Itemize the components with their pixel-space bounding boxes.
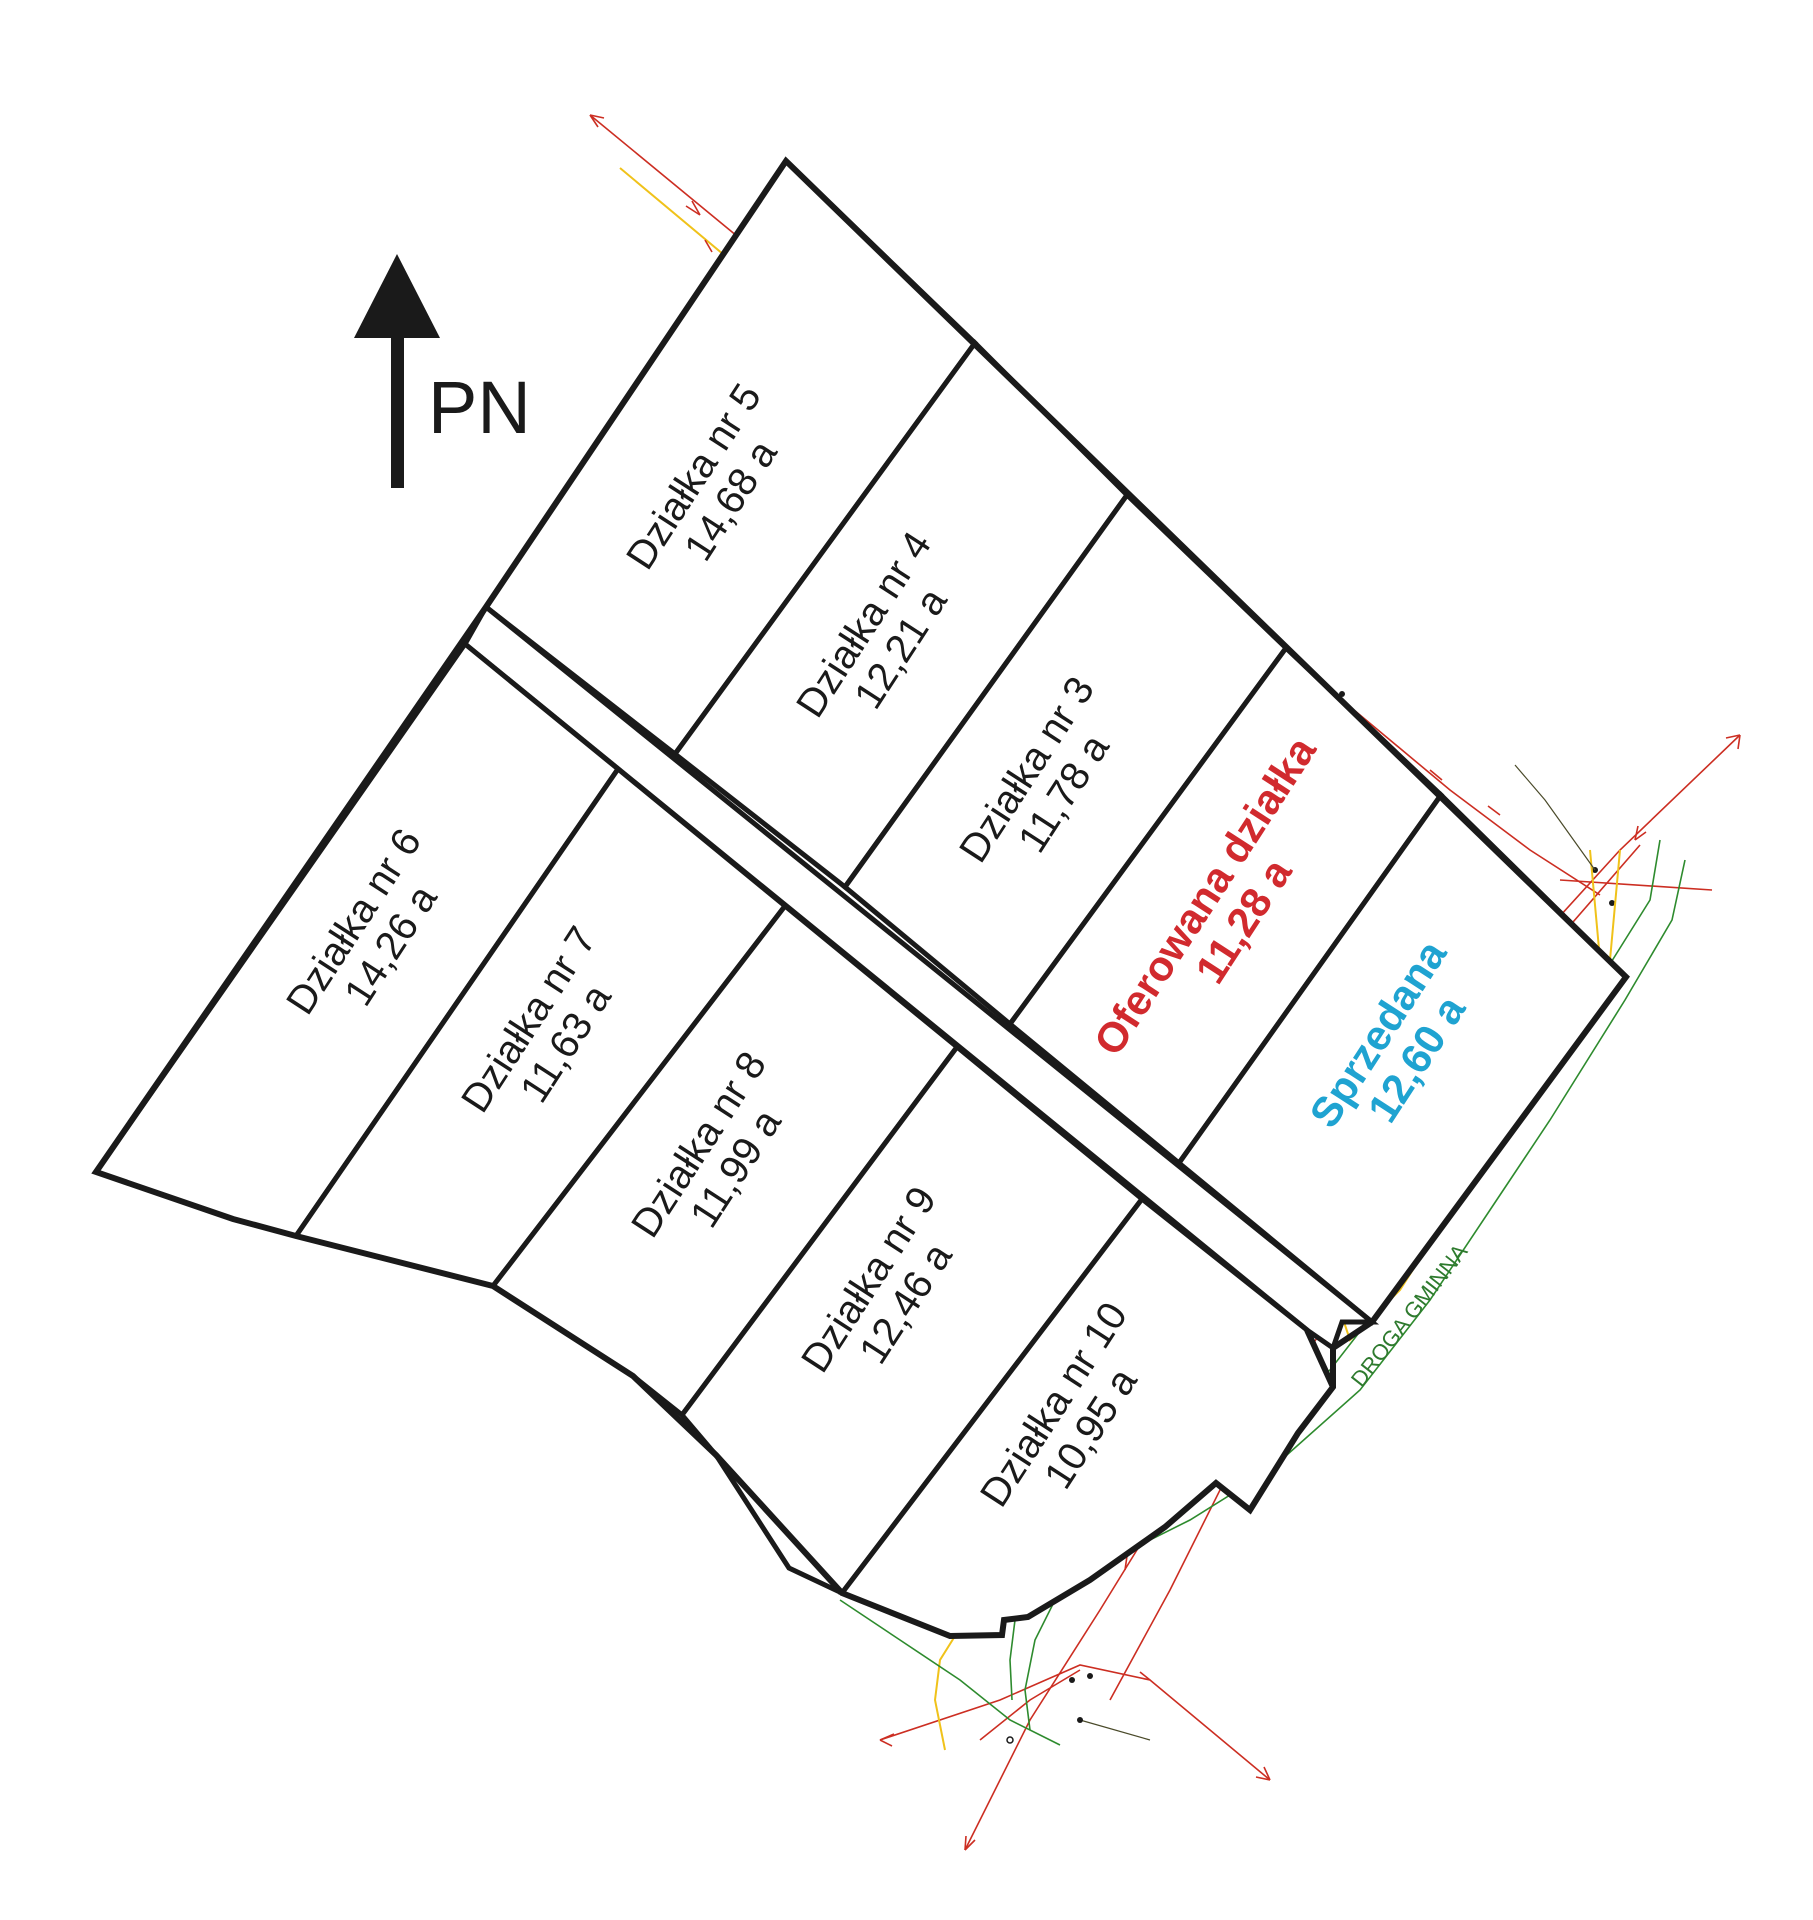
survey-thin-dark-line-1 (1514, 764, 1596, 871)
survey-thin-dark-line-2 (1079, 1719, 1151, 1741)
survey-red-line-cross-2 (879, 1664, 1271, 1781)
survey-green-line-2 (1024, 859, 1686, 1731)
road-junction-edge (1304, 1328, 1336, 1389)
north-label: PN (428, 366, 531, 449)
survey-green-line-3 (839, 1599, 1061, 1746)
parcels-upper-row (482, 157, 1630, 1326)
north-arrow: PN (354, 254, 531, 488)
north-arrow-icon (354, 254, 440, 338)
estate-outer-boundary (91, 156, 1630, 1640)
survey-red-line-cross-1 (1559, 879, 1713, 891)
survey-red-line-cross-3 (979, 1669, 1081, 1741)
north-arrow-shaft (391, 330, 404, 488)
